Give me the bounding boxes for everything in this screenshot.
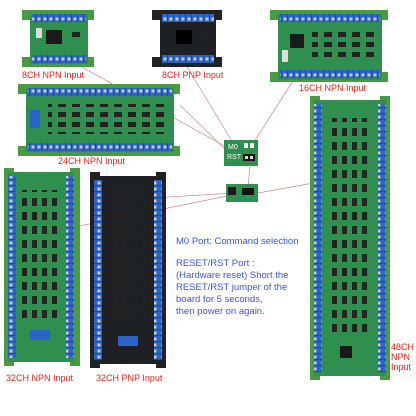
rst-description-line-2: (Hardware reset) Short the	[176, 270, 289, 281]
16ch-npn-drawing	[270, 10, 388, 82]
label-48ch-line2: NPN	[391, 352, 411, 362]
jumper-m0-label: M0	[228, 144, 238, 151]
label-24ch-npn: 24CH NPN Input	[58, 156, 126, 166]
jumper-closeup-drawing	[224, 140, 258, 202]
32ch-npn-drawing	[4, 168, 80, 366]
rst-description-line-5: then power on again.	[176, 306, 265, 317]
rst-description-line-3: RESET/RST jumper of the	[176, 282, 288, 293]
m0-port-description: M0 Port: Command selection	[176, 236, 299, 247]
label-16ch-npn: 16CH NPN Input	[299, 83, 367, 93]
rst-description-line-4: board for 5 seconds,	[176, 294, 263, 305]
8ch-npn-drawing	[22, 10, 94, 67]
24ch-npn-drawing	[18, 84, 180, 156]
rst-description-line-1: RESET/RST Port :	[176, 258, 255, 269]
label-8ch-pnp: 8CH PNP Input	[162, 70, 224, 80]
label-32ch-npn: 32CH NPN Input	[6, 373, 74, 383]
label-8ch-npn: 8CH NPN Input	[22, 70, 85, 80]
32ch-pnp-drawing	[90, 172, 166, 368]
48ch-npn-drawing	[310, 96, 390, 380]
jumper-rst-label: RST	[227, 154, 241, 161]
8ch-pnp-drawing	[152, 10, 222, 67]
label-48ch-line3: Input	[391, 362, 412, 372]
label-48ch-line1: 48CH	[391, 342, 415, 352]
label-32ch-pnp: 32CH PNP Input	[96, 373, 163, 383]
